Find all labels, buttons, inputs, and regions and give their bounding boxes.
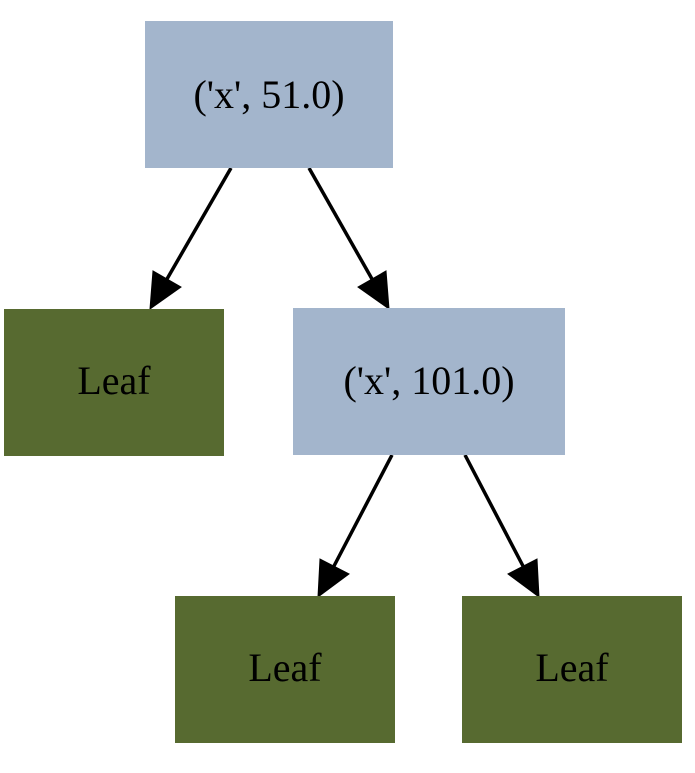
node-left-leaf-label: Leaf xyxy=(77,358,151,403)
edges xyxy=(149,167,540,599)
arrowhead-root-to-right-split xyxy=(357,270,390,311)
node-right-split-label: ('x', 101.0) xyxy=(343,358,514,403)
node-root: ('x', 51.0) xyxy=(145,21,393,168)
arrowhead-right-split-to-bottom-right-leaf xyxy=(507,558,540,599)
edge-right-split-to-bottom-left-leaf xyxy=(332,454,394,567)
node-bottom-right-leaf-box xyxy=(462,596,682,743)
node-bottom-left-leaf-label: Leaf xyxy=(248,645,322,690)
edge-right-split-to-bottom-right-leaf xyxy=(463,454,525,567)
node-right-split: ('x', 101.0) xyxy=(293,308,565,455)
node-left-leaf-box xyxy=(4,309,224,456)
arrowhead-right-split-to-bottom-left-leaf xyxy=(317,558,350,599)
node-bottom-right-leaf-label: Leaf xyxy=(535,645,609,690)
node-root-label: ('x', 51.0) xyxy=(193,72,344,117)
node-root-box xyxy=(145,21,393,168)
arrowhead-root-to-left-leaf xyxy=(149,270,182,311)
node-bottom-left-leaf: Leaf xyxy=(175,596,395,743)
node-right-split-box xyxy=(293,308,565,455)
edge-root-to-right-split xyxy=(307,167,374,280)
node-bottom-left-leaf-box xyxy=(175,596,395,743)
node-left-leaf: Leaf xyxy=(4,309,224,456)
edge-root-to-left-leaf xyxy=(165,167,233,280)
node-bottom-right-leaf: Leaf xyxy=(462,596,682,743)
